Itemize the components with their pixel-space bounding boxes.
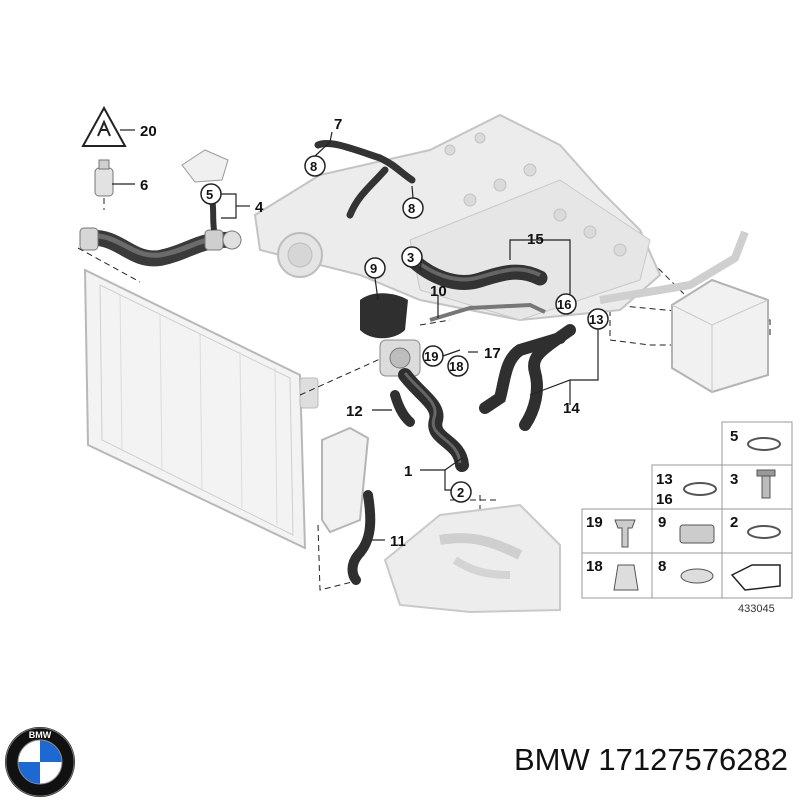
electrical-warning-triangle bbox=[81, 105, 127, 147]
hose-1 bbox=[398, 368, 469, 472]
callout-9: 9 bbox=[370, 261, 377, 276]
hose-12 bbox=[390, 390, 415, 427]
part-number-caption: BMW 17127576282 bbox=[513, 742, 788, 777]
reference-number: 433045 bbox=[738, 603, 775, 615]
callout-2: 2 bbox=[457, 485, 464, 500]
callout-16: 16 bbox=[557, 297, 571, 312]
callout-4: 4 bbox=[255, 199, 264, 216]
legend-18: 18 bbox=[586, 558, 603, 575]
callout-8-top: 8 bbox=[310, 159, 317, 174]
callout-lines bbox=[112, 129, 599, 541]
legend-16: 16 bbox=[656, 491, 673, 508]
expansion-tank bbox=[671, 278, 769, 394]
callout-20: 20 bbox=[140, 123, 157, 140]
hose-11 bbox=[347, 490, 376, 585]
hose-14 bbox=[479, 324, 576, 431]
auxiliary-radiator bbox=[321, 426, 370, 534]
legend-5: 5 bbox=[730, 428, 738, 445]
coolant-pump bbox=[360, 293, 421, 377]
legend-2: 2 bbox=[730, 514, 738, 531]
callout-18: 18 bbox=[449, 359, 463, 374]
callout-14: 14 bbox=[563, 400, 580, 417]
callout-10: 10 bbox=[430, 283, 447, 300]
legend-8: 8 bbox=[658, 558, 666, 575]
lower-engine bbox=[383, 503, 561, 614]
callout-labels: 20 6 5 4 7 8 8 9 3 10 15 16 13 17 19 18 … bbox=[140, 116, 603, 550]
legend-9: 9 bbox=[658, 514, 666, 531]
hose-7 bbox=[314, 139, 416, 219]
legend-3: 3 bbox=[730, 471, 738, 488]
legend-19: 19 bbox=[586, 514, 603, 531]
callout-17: 17 bbox=[484, 345, 501, 362]
radiator bbox=[83, 268, 319, 550]
hose-15 bbox=[407, 254, 548, 290]
fastener-legend: 5 13 16 3 19 9 2 18 8 433045 bbox=[581, 421, 793, 615]
callout-19: 19 bbox=[424, 349, 438, 364]
callout-13: 13 bbox=[589, 312, 603, 327]
callout-11: 11 bbox=[390, 533, 406, 550]
callout-6: 6 bbox=[140, 177, 148, 194]
callout-3: 3 bbox=[407, 250, 414, 265]
legend-13: 13 bbox=[656, 471, 673, 488]
hose-4 bbox=[79, 227, 242, 267]
bmw-logo-text: BMW bbox=[29, 730, 52, 740]
callout-7: 7 bbox=[334, 116, 342, 133]
callout-1: 1 bbox=[404, 463, 412, 480]
callout-8-right: 8 bbox=[408, 201, 415, 216]
bmw-logo: BMW bbox=[5, 727, 75, 797]
sensor-6 bbox=[94, 159, 114, 197]
hose-10 bbox=[429, 302, 546, 322]
callout-15: 15 bbox=[527, 231, 544, 248]
callout-5: 5 bbox=[206, 187, 213, 202]
callout-12: 12 bbox=[346, 403, 363, 420]
